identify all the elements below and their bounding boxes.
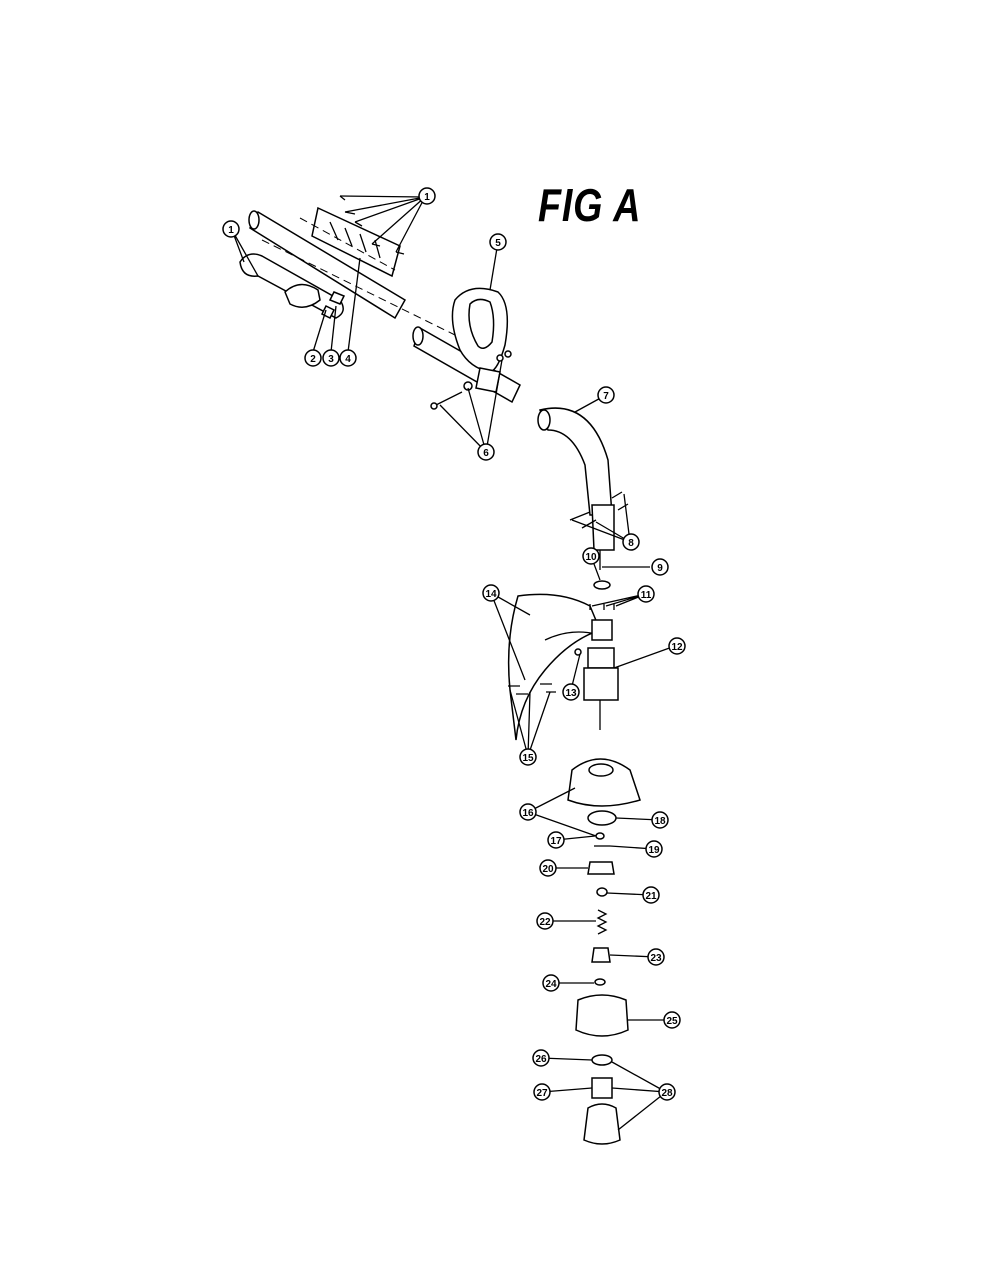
- callout-7: 7: [597, 386, 615, 404]
- svg-text:20: 20: [542, 864, 554, 875]
- callout-17: 17: [547, 831, 565, 849]
- svg-text:27: 27: [536, 1088, 548, 1099]
- svg-text:12: 12: [671, 642, 683, 653]
- callout-12: 12: [668, 637, 686, 655]
- svg-text:22: 22: [539, 917, 551, 928]
- callout-28: 28: [658, 1083, 676, 1101]
- callout-8: 8: [622, 533, 640, 551]
- callout-3: 3: [322, 349, 340, 367]
- callout-4: 4: [339, 349, 357, 367]
- svg-text:17: 17: [550, 836, 562, 847]
- svg-text:9: 9: [657, 563, 663, 574]
- callout-24: 24: [542, 974, 560, 992]
- svg-text:6: 6: [483, 448, 489, 459]
- svg-text:15: 15: [522, 753, 534, 764]
- callout-13: 13: [562, 683, 580, 701]
- callout-18: 18: [651, 811, 669, 829]
- callout-6: 6: [477, 443, 495, 461]
- callout-14: 14: [482, 584, 500, 602]
- callout-20: 20: [539, 859, 557, 877]
- rear-handle-assembly: [239, 195, 456, 336]
- curved-shaft: [537, 407, 629, 570]
- callout-1b: 1: [222, 220, 240, 238]
- svg-text:28: 28: [661, 1088, 673, 1099]
- svg-text:11: 11: [641, 590, 652, 601]
- svg-text:16: 16: [522, 808, 534, 819]
- figure-title: FIG A: [538, 179, 642, 231]
- callout-23: 23: [647, 948, 665, 966]
- callout-21: 21: [642, 886, 660, 904]
- svg-text:1: 1: [228, 225, 234, 236]
- svg-text:13: 13: [565, 688, 577, 699]
- guard-assembly: [507, 580, 619, 741]
- svg-text:14: 14: [485, 589, 497, 600]
- svg-text:10: 10: [585, 552, 597, 563]
- svg-text:23: 23: [650, 953, 662, 964]
- callout-22: 22: [536, 912, 554, 930]
- callout-1a: 1: [418, 187, 436, 205]
- callout-10: 10: [582, 547, 600, 565]
- svg-text:19: 19: [648, 845, 660, 856]
- svg-text:1: 1: [424, 192, 430, 203]
- svg-text:24: 24: [545, 979, 557, 990]
- callout-11: 11: [637, 585, 655, 603]
- callout-9: 9: [651, 558, 669, 576]
- svg-text:18: 18: [654, 816, 666, 827]
- callout-2: 2: [304, 349, 322, 367]
- callout-16: 16: [519, 803, 537, 821]
- loop-handle-assembly: [412, 287, 521, 410]
- callout-19: 19: [645, 840, 663, 858]
- svg-text:26: 26: [535, 1054, 547, 1065]
- callout-15: 15: [519, 748, 537, 766]
- svg-text:2: 2: [310, 354, 316, 365]
- callout-circles: 1 1 2 3 4 5 6 7 8 9 10 11 12 13 14 15 16…: [222, 187, 686, 1101]
- svg-text:5: 5: [495, 238, 501, 249]
- callout-26: 26: [532, 1049, 550, 1067]
- svg-text:8: 8: [628, 538, 634, 549]
- callout-25: 25: [663, 1011, 681, 1029]
- svg-text:4: 4: [345, 354, 351, 365]
- svg-text:21: 21: [645, 891, 657, 902]
- svg-text:25: 25: [666, 1016, 678, 1027]
- svg-text:7: 7: [603, 391, 609, 402]
- callout-27: 27: [533, 1083, 551, 1101]
- callout-5: 5: [489, 233, 507, 251]
- svg-text:3: 3: [328, 354, 334, 365]
- trimmer-head-assembly: [567, 758, 641, 1145]
